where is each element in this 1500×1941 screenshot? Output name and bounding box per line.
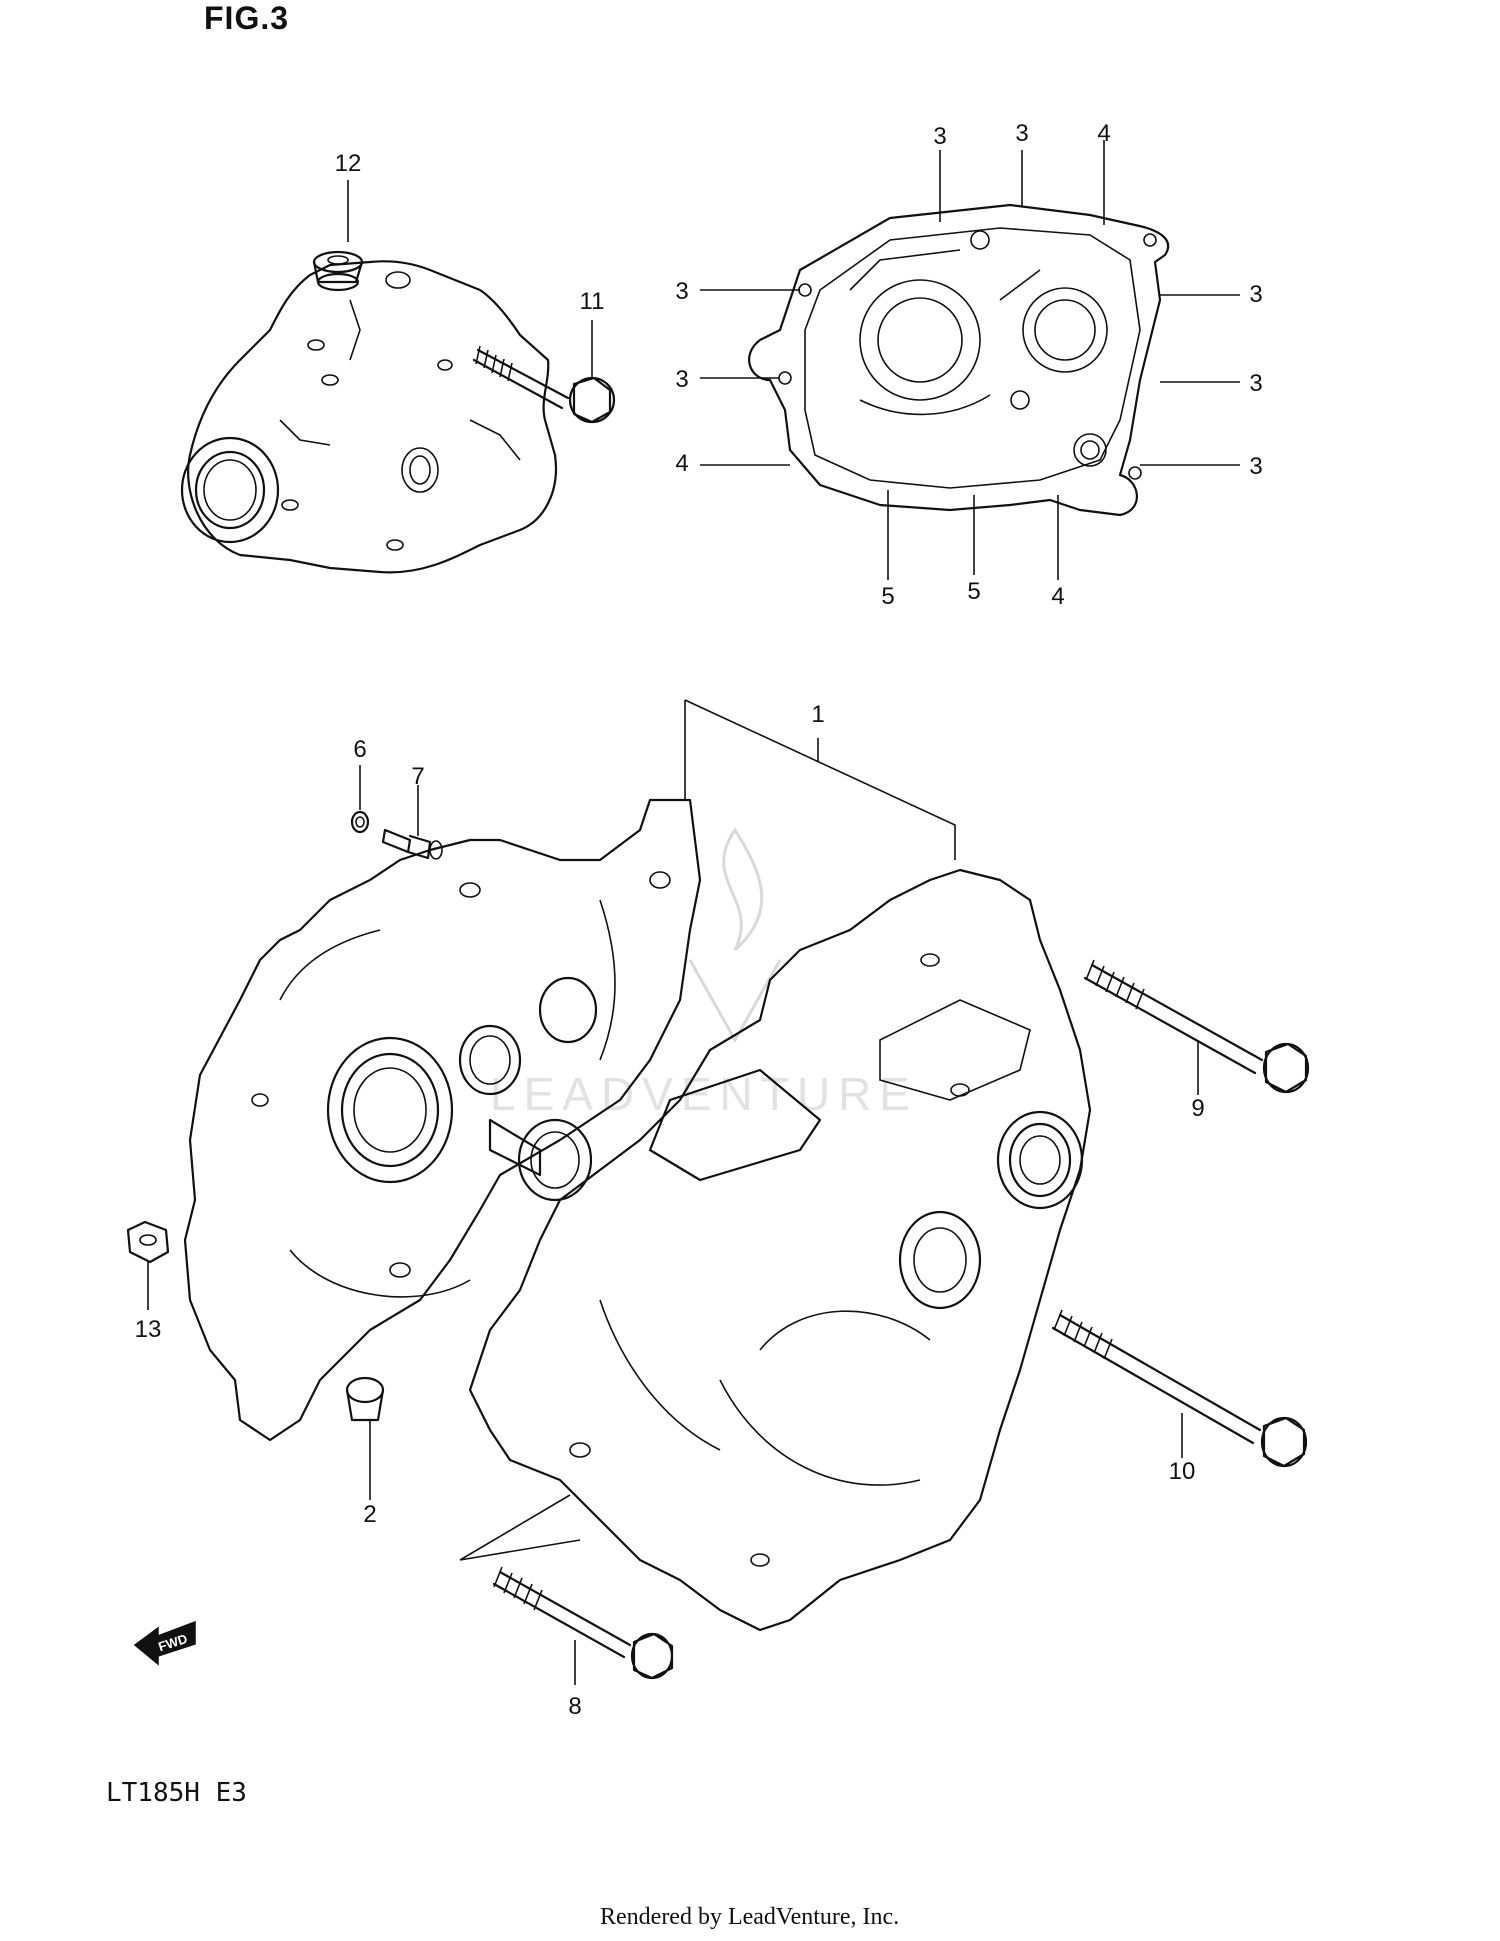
callout-1: 1 [811, 701, 825, 728]
figure-title: FIG.3 [204, 0, 290, 36]
callout-3-left-upper: 3 [675, 278, 689, 305]
callout-13: 13 [134, 1316, 162, 1343]
callout-9: 9 [1191, 1095, 1205, 1122]
callout-12: 12 [334, 150, 362, 177]
part-crankcase-gasket[interactable] [748, 203, 1170, 517]
part-nut-13[interactable] [126, 1220, 170, 1264]
callout-5-right: 5 [967, 578, 981, 605]
callout-2: 2 [363, 1501, 377, 1528]
callout-3-right-upper: 3 [1249, 281, 1263, 308]
part-plug-7[interactable] [381, 828, 443, 860]
part-crankcase-left[interactable] [183, 798, 702, 1442]
callout-7: 7 [411, 763, 425, 790]
part-crankcase-right[interactable] [468, 868, 1092, 1632]
part-o-ring-6[interactable] [350, 810, 370, 834]
callout-5-left: 5 [881, 583, 895, 610]
part-gear-case-cover[interactable] [180, 260, 558, 574]
watermark-text: LEADVENTURE [490, 1068, 918, 1120]
callout-8: 8 [568, 1693, 582, 1720]
callout-4-left: 4 [675, 450, 689, 477]
part-bolt-10[interactable] [1051, 1309, 1308, 1468]
callout-3-left-middle: 3 [675, 366, 689, 393]
part-bolt-9[interactable] [1083, 959, 1310, 1094]
watermark-logo: LEADVENTURE [490, 827, 918, 1120]
callout-3-right-middle: 3 [1249, 370, 1263, 397]
model-code: LT185H E3 [106, 1778, 247, 1808]
callout-3-right-lower: 3 [1249, 453, 1263, 480]
callout-10: 10 [1168, 1458, 1196, 1485]
callout-4-top: 4 [1097, 120, 1111, 147]
part-flange-nut-12[interactable] [312, 250, 364, 292]
callout-3-top-right: 3 [1015, 120, 1029, 147]
callout-4-bottom: 4 [1051, 583, 1065, 610]
part-bolt-8[interactable] [492, 1566, 674, 1680]
render-credit: Rendered by LeadVenture, Inc. [600, 1904, 900, 1930]
callout-3-top-left: 3 [933, 123, 947, 150]
callout-11: 11 [579, 288, 605, 315]
callout-6: 6 [353, 736, 367, 763]
fwd-arrow-icon: FWD [133, 1620, 196, 1666]
leader-lines [147, 140, 1240, 1685]
